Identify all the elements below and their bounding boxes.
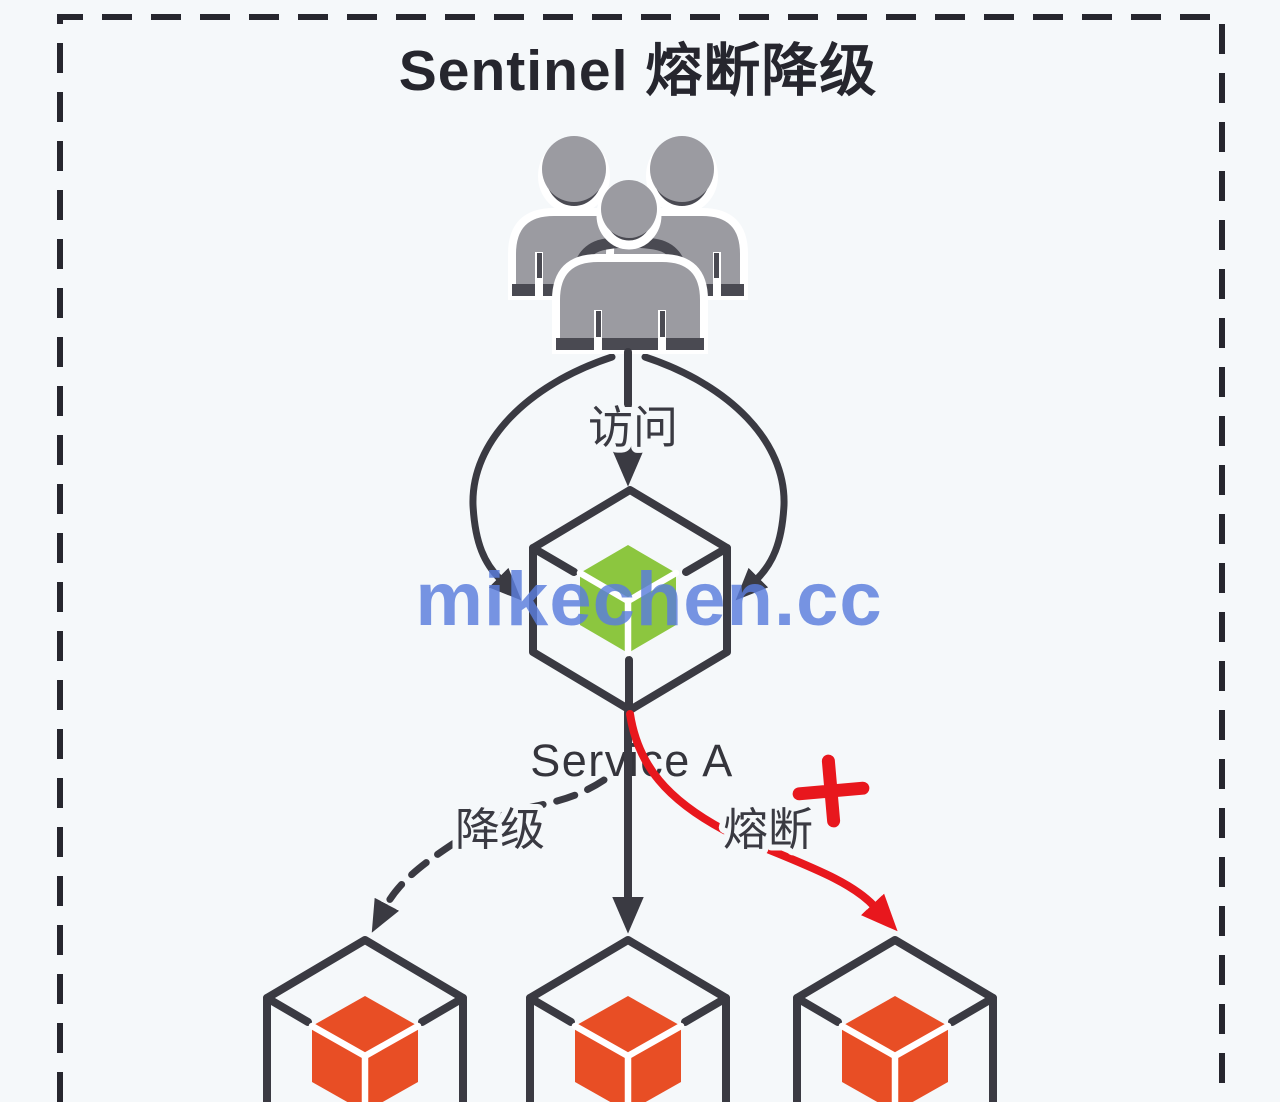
loop-arrow-left: [469, 353, 616, 601]
person-right-sleeve-mark: [714, 253, 719, 278]
person-middle-body: [552, 254, 708, 354]
person-middle-sleeve-r-mark: [660, 311, 665, 337]
backend-cube-icon-2: [526, 936, 730, 1102]
fuse-label: 熔断: [723, 804, 813, 855]
red-plus-icon: [792, 754, 870, 828]
backend-cube-core: [842, 996, 948, 1102]
backend-cube-inner-edges: [526, 994, 730, 1026]
backend-cube-core-facets: [838, 1022, 952, 1102]
loop-arrow-right: [641, 353, 788, 601]
person-middle-sleeve-l-mark: [596, 311, 601, 337]
visit-label: 访问: [588, 402, 678, 453]
watermark: mikechen.cc: [415, 557, 882, 642]
person-left-head: [542, 136, 606, 202]
service-cube-inner-edges: [529, 544, 731, 712]
service-cube-core-facets: [576, 569, 680, 657]
backend-cube-icon-3: [793, 936, 997, 1102]
backend-cube-core-facets: [308, 1022, 422, 1102]
person-left-sleeve-mark: [537, 253, 542, 278]
backend-cube-core-facets: [571, 1022, 685, 1102]
backend-cube-inner-edges: [263, 994, 467, 1026]
access-loop-arrows: [469, 353, 788, 601]
user-group-icon: [508, 136, 748, 354]
backend-cube-core: [312, 996, 418, 1102]
degrade-label: 降级: [455, 804, 545, 855]
fuse-arrow: [626, 710, 898, 932]
diagram-title: Sentinel 熔断降级: [399, 39, 878, 103]
backend-cube-core: [575, 996, 681, 1102]
backend-cube-inner-edges: [793, 994, 997, 1026]
person-right-head: [650, 136, 714, 202]
backend-cube-icon-1: [263, 936, 467, 1102]
person-middle-head: [601, 180, 657, 238]
person-middle-band: [556, 338, 704, 350]
dashed-border: [57, 14, 1225, 1102]
degrade-arrow: [371, 776, 608, 933]
